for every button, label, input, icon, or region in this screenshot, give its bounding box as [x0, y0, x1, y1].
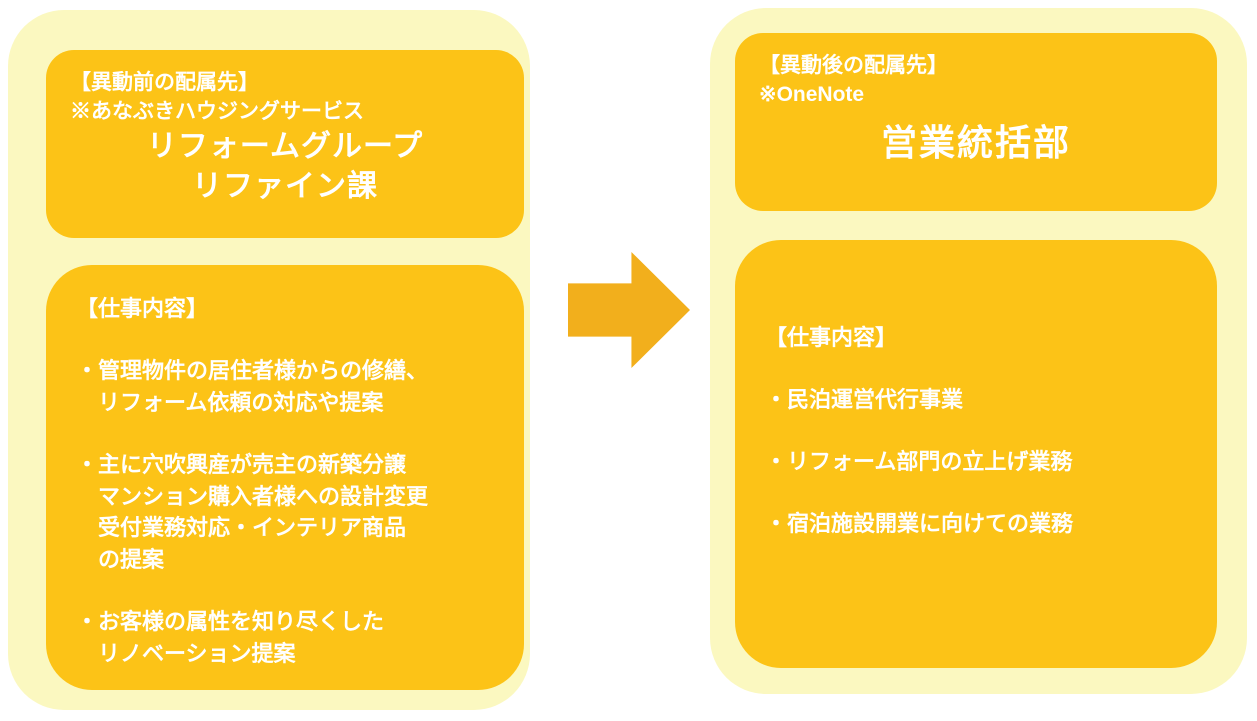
before-job-heading: 【仕事内容】 [76, 296, 209, 321]
before-transfer-panel: 【異動前の配属先】 ※あなぶきハウジングサービス リフォームグループ リファイン… [8, 10, 530, 710]
before-job-item: ・お客様の属性を知り尽くした リノベーション提案 [76, 609, 385, 667]
before-department-title-line2: リファイン課 [192, 170, 378, 204]
after-department-title: 営業統括部 [880, 121, 1071, 163]
before-job-item: ・主に穴吹興産が売主の新築分譲 マンション購入者様への設計変更 受付業務対応・イ… [76, 451, 429, 573]
after-department-box: 【異動後の配属先】 ※OneNote 営業統括部 [735, 33, 1217, 211]
after-department-label: 【異動後の配属先】 [759, 54, 948, 77]
before-job-description-box: 【仕事内容】 ・管理物件の居住者様からの修繕、 リフォーム依頼の対応や提案 ・主… [46, 265, 524, 690]
after-job-heading: 【仕事内容】 [765, 325, 898, 350]
after-transfer-panel: 【異動後の配属先】 ※OneNote 営業統括部 【仕事内容】 ・民泊運営代行事… [710, 8, 1247, 694]
after-note: ※OneNote [759, 83, 865, 107]
after-job-item: ・宿泊施設開業に向けての業務 [765, 510, 1074, 536]
before-department-label: 【異動前の配属先】 [70, 71, 259, 94]
transfer-arrow-icon [568, 252, 690, 368]
before-department-box: 【異動前の配属先】 ※あなぶきハウジングサービス リフォームグループ リファイン… [46, 50, 524, 238]
after-job-description-box: 【仕事内容】 ・民泊運営代行事業 ・リフォーム部門の立上げ業務 ・宿泊施設開業に… [735, 240, 1217, 668]
after-job-item: ・リフォーム部門の立上げ業務 [765, 448, 1073, 474]
before-job-item: ・管理物件の居住者様からの修繕、 リフォーム依頼の対応や提案 [76, 357, 429, 415]
before-company-note: ※あなぶきハウジングサービス [70, 100, 364, 124]
after-job-item: ・民泊運営代行事業 [765, 386, 964, 412]
before-department-title-line1: リフォームグループ [146, 129, 424, 163]
